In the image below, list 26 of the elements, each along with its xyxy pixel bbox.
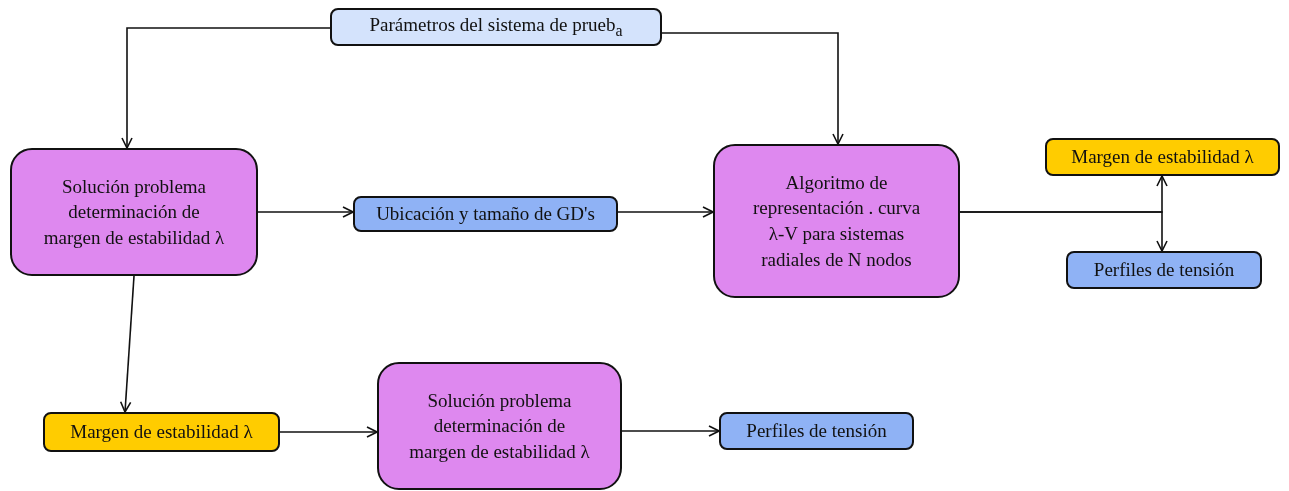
node-text: Parámetros del sistema de prueb$_{a}$ [368,13,624,42]
node-text: Margen de estabilidad λ [69,420,254,445]
arrow [959,211,1168,252]
node-text: Algoritmo de representación . curva λ-V para sistemas radiales de N nodos [751,170,922,272]
process-box [10,148,258,276]
node-text: Perfiles de tensión [745,419,888,444]
process-box [377,362,622,490]
arrow [119,275,135,413]
node-text: Ubicación y tamaño de GD's [375,202,596,227]
arrow [617,206,714,218]
arrow [121,27,331,149]
result-box [43,412,280,452]
output-box [1066,251,1262,289]
arrow [257,206,354,218]
arrow [279,426,378,438]
node-text: Margen de estabilidad λ [1070,145,1255,170]
input-box [330,8,662,46]
node-text: Perfiles de tensión [1092,258,1236,283]
arrow [661,32,844,145]
process-box [713,144,960,298]
node-text: Solución problema determinación de margen de estabilidad λ [408,388,591,464]
output-box [719,412,914,450]
result-box [1045,138,1280,176]
arrow [621,425,720,437]
node-text: Solución problema determinación de margen de estabilidad λ [42,174,226,250]
output-box [353,196,618,232]
